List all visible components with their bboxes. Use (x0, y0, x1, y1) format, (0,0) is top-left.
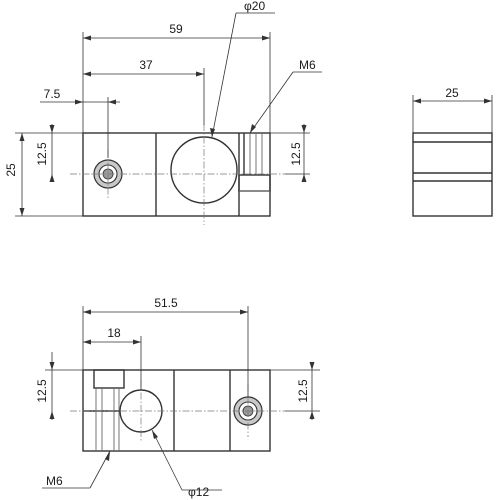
dim-51-5: 51.5 (82, 296, 249, 397)
callout-bore-phi20-label: φ20 (244, 0, 265, 13)
dim-12-5-right-label: 12.5 (289, 142, 303, 166)
callout-thread-m6-top: M6 (42, 450, 111, 489)
front-view: 59 37 7.5 25 (4, 0, 322, 225)
dim-7-5: 7.5 (40, 87, 120, 158)
dim-12-5-top-left-label: 12.5 (35, 379, 49, 403)
dim-18-label: 18 (107, 326, 121, 340)
dim-37-label: 37 (139, 58, 153, 72)
callout-bore-phi12: φ12 (151, 429, 222, 499)
dim-51-5-label: 51.5 (154, 296, 178, 310)
front-view-counterbore (238, 174, 271, 192)
top-view-screw-pocket (93, 369, 125, 389)
side-view: 25 (412, 86, 493, 217)
dim-12-5-left: 12.5 (35, 124, 55, 182)
dim-25-height-label: 25 (4, 163, 18, 177)
dim-12-5-right: 12.5 (270, 124, 310, 182)
side-view-body (412, 132, 493, 217)
top-view: 51.5 18 12.5 12.5 (35, 296, 320, 499)
dim-25-height: 25 (4, 132, 83, 217)
dim-18: 18 (83, 326, 142, 390)
dim-59: 59 (82, 22, 271, 133)
dim-59-label: 59 (169, 22, 183, 36)
callout-bore-phi20: φ20 (210, 0, 275, 138)
dim-25-width: 25 (412, 86, 493, 133)
dim-37: 37 (83, 58, 205, 125)
callout-bore-phi12-label: φ12 (188, 485, 209, 499)
callout-thread-m6-top-label: M6 (46, 474, 63, 488)
dim-12-5-top-right-label: 12.5 (296, 379, 310, 403)
dim-25-width-label: 25 (445, 86, 459, 100)
dim-12-5-left-label: 12.5 (35, 142, 49, 166)
callout-thread-m6-front: M6 (249, 58, 322, 134)
dim-12-5-top-right: 12.5 (270, 362, 320, 420)
callout-thread-m6-front-label: M6 (299, 58, 316, 72)
dim-12-5-top-left: 12.5 (35, 352, 83, 420)
dim-7-5-label: 7.5 (44, 87, 61, 101)
